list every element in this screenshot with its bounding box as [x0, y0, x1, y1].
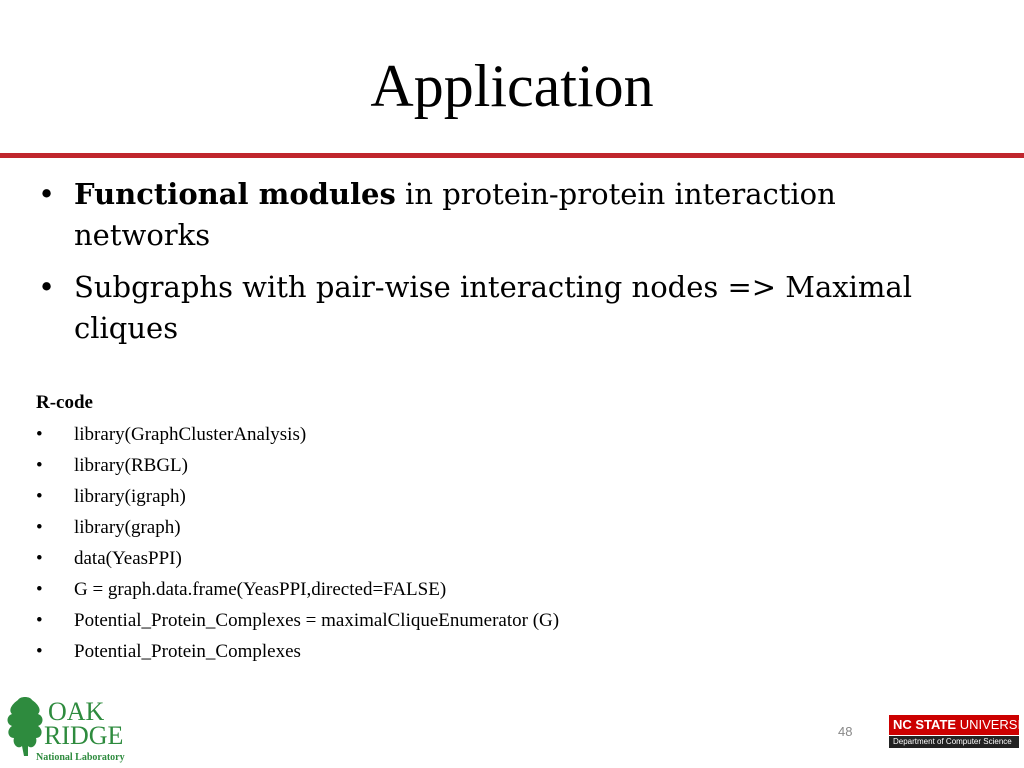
ncsu-logo-bold: NC STATE [893, 717, 957, 732]
slide-title: Application [370, 53, 654, 119]
r-code-line: • library(GraphClusterAnalysis) [36, 421, 559, 452]
bullet-marker: • [36, 486, 43, 507]
ornl-logo-line2: RIDGE [44, 721, 123, 750]
r-code-text: data(YeasPPI) [74, 548, 182, 569]
r-code-heading: R-code [36, 392, 93, 413]
r-code-text: library(graph) [74, 517, 181, 538]
r-code-text: G = graph.data.frame(YeasPPI,directed=FA… [74, 579, 447, 600]
r-code-line: • library(graph) [36, 514, 559, 545]
ornl-logo-line3: National Laboratory [36, 752, 125, 763]
r-code-text: library(igraph) [74, 486, 186, 507]
ornl-logo-line1: OAK [48, 697, 105, 726]
r-code-text: library(RBGL) [74, 455, 188, 476]
bullet-marker: • [36, 517, 43, 538]
ncsu-logo-rest: UNIVERSITY [959, 717, 1019, 732]
r-code-text: Potential_Protein_Complexes = maximalCli… [74, 610, 560, 631]
bullet-marker: • [36, 579, 43, 600]
r-code-text: library(GraphClusterAnalysis) [74, 424, 307, 445]
ncsu-logo-top: NC STATE UNIVERSITY [889, 715, 1019, 735]
r-code-line: • Potential_Protein_Complexes [36, 638, 559, 669]
title-divider [0, 153, 1024, 158]
r-code-text: Potential_Protein_Complexes [74, 641, 301, 662]
bullet-marker: • [38, 177, 56, 211]
bullet-marker: • [38, 270, 56, 304]
ncsu-logo: NC STATE UNIVERSITY Department of Comput… [889, 715, 1019, 748]
r-code-section: R-code • library(GraphClusterAnalysis) • l… [36, 391, 559, 669]
r-code-line: • Potential_Protein_Complexes = maximalCl… [36, 607, 559, 638]
r-code-line: • library(igraph) [36, 483, 559, 514]
ncsu-logo-department: Department of Computer Science [889, 736, 1019, 748]
main-bullet-item: • Functional modules in protein-protein … [38, 174, 978, 256]
bullet-text: Subgraphs with pair-wise interacting nod… [74, 270, 912, 345]
bullet-marker: • [36, 610, 43, 631]
bullet-marker: • [36, 455, 43, 476]
page-number: 48 [838, 724, 853, 739]
r-code-line: • G = graph.data.frame(YeasPPI,directed=F… [36, 576, 559, 607]
r-code-line: • data(YeasPPI) [36, 545, 559, 576]
emphasis-text: Functional modules [74, 177, 396, 211]
bullet-marker: • [36, 548, 43, 569]
oak-leaf-icon [7, 697, 43, 756]
r-code-list: • library(GraphClusterAnalysis) • library(… [36, 421, 559, 669]
r-code-line: • library(RBGL) [36, 452, 559, 483]
bullet-marker: • [36, 424, 43, 445]
bullet-marker: • [36, 641, 43, 662]
main-bullet-list: • Functional modules in protein-protein … [38, 174, 978, 360]
main-bullet-item: • Subgraphs with pair-wise interacting n… [38, 267, 978, 349]
ornl-logo: OAK RIDGE National Laboratory [7, 697, 125, 763]
bullet-text: in protein-protein interaction networks [74, 177, 836, 252]
